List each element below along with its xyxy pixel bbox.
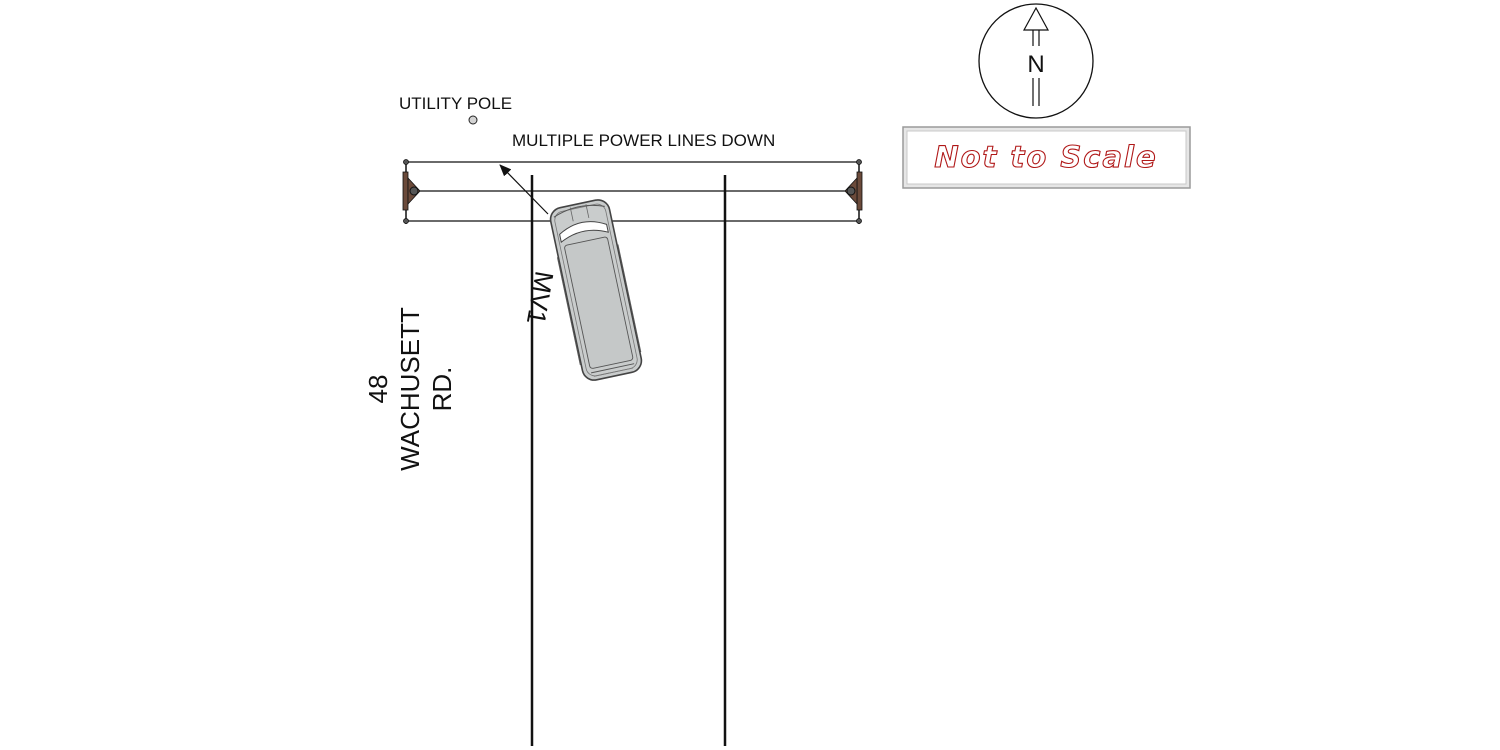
- vehicle-label: MV1: [521, 269, 560, 327]
- scale-note-label: Not to Scale: [934, 140, 1157, 174]
- van-icon: [549, 199, 643, 381]
- struck-pole-marker: [468, 115, 478, 125]
- address-street-label: WACHUSETT: [395, 307, 425, 471]
- power-lines-label: MULTIPLE POWER LINES DOWN: [512, 131, 775, 150]
- north-arrow-icon: [978, 3, 1094, 119]
- utility-pole-label: UTILITY POLE: [399, 94, 512, 113]
- address-suffix-label: RD.: [427, 367, 457, 412]
- north-label: N: [1027, 51, 1044, 78]
- scale-note-box: [902, 126, 1191, 189]
- leader-arrow: [499, 164, 549, 215]
- address-number-label: 48: [363, 375, 393, 404]
- utility-pole-icon: [402, 159, 421, 224]
- utility-pole-icon: [844, 159, 863, 224]
